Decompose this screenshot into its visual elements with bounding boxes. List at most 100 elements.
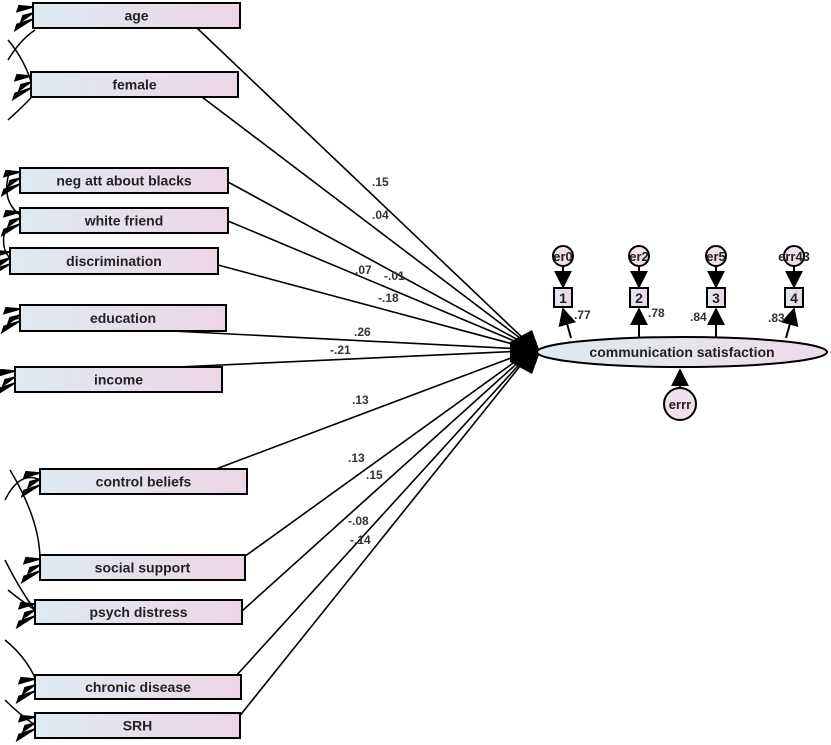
predictor-label: SRH [123, 718, 153, 734]
coefficient-neg-att: -.01 [384, 269, 405, 283]
predictor-label: social support [95, 560, 191, 576]
covariance-arrowhead [15, 4, 34, 13]
loading-arrow [781, 307, 799, 339]
covariance-arrows [0, 4, 41, 743]
covariance-arrowhead [0, 368, 16, 377]
error-label: er0 [553, 249, 573, 264]
indicator-4[interactable]: err43 4 .83 [768, 245, 810, 339]
indicator-label: 1 [559, 290, 567, 306]
path-neg-att [227, 181, 526, 345]
loading-value: .77 [574, 308, 591, 322]
predictor-label: income [94, 372, 143, 388]
indicator-label: 4 [790, 290, 798, 306]
outcome-label: communication satisfaction [589, 344, 774, 360]
covariance-arrowhead [17, 81, 32, 93]
predictor-label: education [90, 310, 156, 326]
coefficient-srh: -.14 [350, 533, 371, 547]
predictor-label: chronic disease [85, 679, 191, 695]
covariance-arrowhead [11, 87, 32, 102]
covariance-arrowhead [15, 690, 36, 705]
covariance-arrowhead [0, 223, 21, 238]
covariance-arrowhead [13, 18, 34, 33]
covariance-arrowhead [13, 73, 32, 82]
predictor-chronic-disease[interactable]: chronic disease [34, 674, 242, 700]
coefficient-control-beliefs: .13 [352, 393, 369, 407]
coefficient-chronic-disease: -.08 [348, 514, 369, 528]
path-chronic-disease [214, 357, 526, 700]
predictor-age[interactable]: age [32, 2, 241, 29]
covariance-curve [7, 94, 34, 121]
disturbance-label: errr [669, 397, 691, 412]
coefficient-education: .26 [354, 325, 371, 339]
path-social-support [211, 353, 526, 581]
predictor-white-friend[interactable]: white friend [19, 207, 229, 234]
path-income [177, 350, 526, 368]
indicator-2[interactable]: er2 2 .78 [628, 245, 665, 337]
predictor-label: discrimination [66, 253, 162, 269]
predictor-label: neg att about blacks [56, 173, 192, 189]
covariance-arrowhead [15, 615, 36, 630]
covariance-arrowhead [6, 177, 21, 189]
covariance-curve [9, 469, 41, 561]
convergence-arrowheads [510, 330, 540, 374]
predictor-social-support[interactable]: social support [39, 554, 246, 581]
predictor-srh[interactable]: SRH [34, 712, 241, 739]
covariance-arrowhead [21, 722, 36, 734]
covariance-arrowhead [0, 382, 16, 394]
predictor-neg-att[interactable]: neg att about blacks [19, 167, 229, 194]
indicator-1[interactable]: er0 1 .77 [552, 245, 591, 339]
indicator-label: 2 [635, 290, 643, 306]
covariance-curve [4, 476, 41, 501]
covariance-curve [4, 699, 36, 726]
predictor-psych-distress[interactable]: psych distress [34, 599, 243, 625]
covariance-curve [7, 29, 36, 61]
coefficient-white-friend: .07 [355, 263, 372, 277]
covariance-arrowhead [21, 684, 36, 696]
coefficient-psych-distress: .15 [366, 468, 383, 482]
predictor-discrimination[interactable]: discrimination [9, 247, 219, 275]
covariance-arrowhead [22, 556, 41, 565]
covariance-curve [5, 169, 21, 216]
error-label: er2 [629, 249, 649, 264]
path-psych-distress [241, 355, 526, 612]
path-education [171, 330, 526, 350]
indicator-3[interactable]: er5 3 .84 [690, 245, 727, 337]
outcome-latent[interactable]: communication satisfaction [536, 336, 828, 368]
path-control-beliefs [215, 351, 526, 470]
covariance-arrowhead [2, 306, 21, 315]
covariance-arrowhead [0, 263, 11, 272]
predictor-control-beliefs[interactable]: control beliefs [39, 468, 248, 495]
coefficient-social-support: .13 [348, 451, 365, 465]
regression-paths [171, 27, 526, 739]
loading-arrow [558, 307, 576, 339]
covariance-arrowhead [19, 12, 34, 24]
coefficient-income: -.21 [330, 343, 351, 357]
path-white-friend [227, 220, 526, 347]
covariance-curve [4, 559, 36, 611]
error-label: err43 [778, 249, 810, 264]
covariance-arrowhead [2, 169, 21, 178]
path-age [196, 27, 526, 341]
loading-value: .83 [768, 311, 785, 325]
predictor-education[interactable]: education [19, 304, 227, 332]
predictor-income[interactable]: income [14, 366, 223, 393]
covariance-arrowhead [0, 250, 11, 256]
predictor-label: age [124, 8, 148, 24]
coefficient-age: .15 [372, 175, 389, 189]
covariance-arrowhead [22, 470, 41, 479]
covariance-arrowhead [6, 217, 21, 229]
predictor-female[interactable]: female [30, 71, 239, 98]
disturbance-node[interactable]: errr [663, 368, 697, 421]
error-label: er5 [706, 249, 726, 264]
predictor-label: psych distress [89, 604, 187, 620]
covariance-arrowhead [21, 609, 36, 621]
coefficient-discrimination: -.18 [378, 291, 399, 305]
covariance-arrowhead [20, 484, 41, 499]
path-srh [221, 359, 526, 739]
covariance-arrowhead [0, 257, 11, 267]
indicator-label: 3 [712, 290, 720, 306]
loading-value: .78 [648, 306, 665, 320]
loading-value: .84 [690, 310, 707, 324]
covariance-arrowhead [26, 564, 41, 576]
